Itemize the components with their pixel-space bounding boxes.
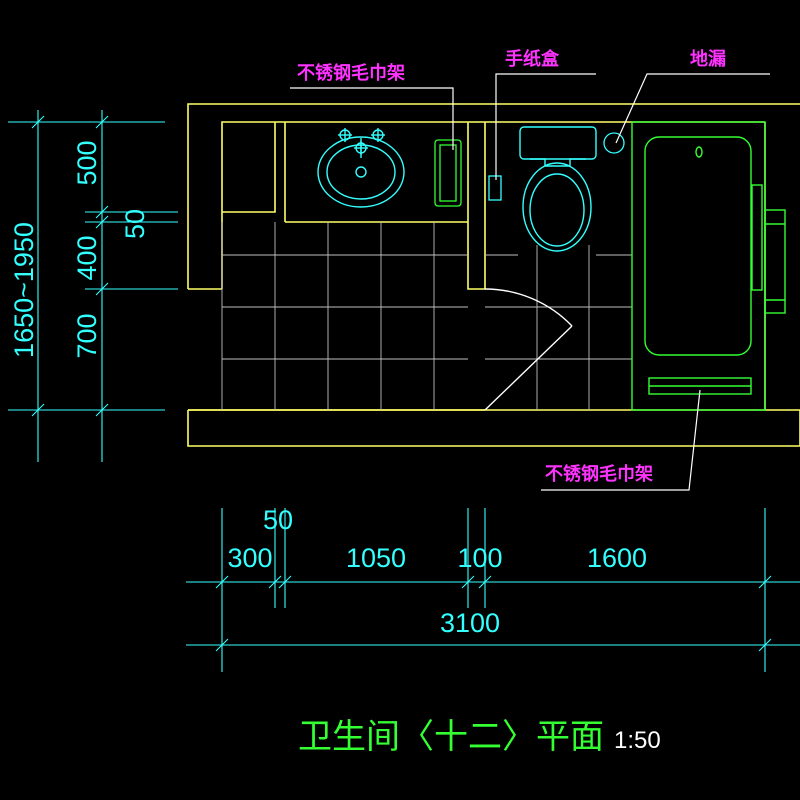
washbasin — [317, 128, 405, 208]
label-paper-box: 手纸盒 — [505, 48, 560, 70]
wall-towel-bar — [764, 209, 786, 314]
bottom-wall — [187, 409, 800, 447]
label-towel-rack-bottom: 不锈钢毛巾架 — [545, 463, 653, 485]
vertical-dimensions — [8, 110, 178, 462]
tub-inner — [644, 136, 752, 356]
bathtub — [631, 121, 786, 411]
dim-vertical-wall: 50 — [120, 209, 150, 239]
leader-towel-rack-bottom — [541, 389, 701, 491]
left-niche — [222, 122, 276, 213]
dim-horizontal-small: 50 — [263, 505, 293, 535]
dim-horizontal-4: 1600 — [587, 543, 647, 573]
dim-vertical-bottom: 700 — [72, 313, 102, 358]
horizontal-dimensions — [186, 508, 800, 672]
dim-vertical-overall: 1650~1950 — [9, 222, 39, 358]
toilet-bowl-outer — [522, 162, 592, 252]
door — [484, 288, 573, 411]
leader-paper-box — [495, 73, 596, 180]
basin-outer — [317, 136, 405, 208]
dim-horizontal-2: 1050 — [346, 543, 406, 573]
callout-labels: 不锈钢毛巾架 手纸盒 地漏 不锈钢毛巾架 — [297, 48, 726, 485]
toilet-bowl-inner — [529, 173, 585, 247]
drawing-scale: 1:50 — [614, 727, 661, 754]
label-towel-rack-top: 不锈钢毛巾架 — [297, 62, 405, 84]
tub-drain — [695, 146, 703, 158]
outer-wall-top — [187, 103, 800, 289]
door-swing-arc — [484, 288, 573, 327]
drawing-title: 卫生间〈十二〉平面 — [298, 717, 604, 757]
basin-drain — [355, 166, 367, 178]
dim-horizontal-3: 100 — [457, 543, 502, 573]
leader-lines — [290, 73, 770, 491]
dim-vertical-mid: 400 — [72, 235, 102, 280]
towel-rack-top — [434, 139, 462, 207]
faucet-head — [354, 141, 368, 155]
horizontal-dimension-texts: 50 300 1050 100 1600 3100 — [227, 505, 647, 638]
toilet-neck — [530, 158, 586, 167]
dim-horizontal-1: 300 — [227, 543, 272, 573]
paper-box — [488, 175, 502, 201]
tub-grab-bar — [751, 184, 763, 291]
door-leaf — [484, 325, 573, 411]
toilet — [519, 126, 597, 252]
label-floor-drain: 地漏 — [690, 48, 726, 70]
faucet-handle-right — [371, 128, 385, 142]
faucet-handle-left — [338, 128, 352, 142]
partition-wall — [467, 122, 486, 290]
floor-drain — [603, 132, 625, 154]
leader-floor-drain — [615, 73, 770, 144]
floor-tile-grid — [221, 222, 632, 410]
toilet-tank — [519, 126, 597, 160]
dim-vertical-top: 500 — [72, 140, 102, 185]
dim-horizontal-total: 3100 — [440, 608, 500, 638]
vertical-dimension-texts: 1650~1950 500 50 400 700 — [9, 140, 150, 358]
leader-towel-rack-top — [290, 87, 454, 150]
